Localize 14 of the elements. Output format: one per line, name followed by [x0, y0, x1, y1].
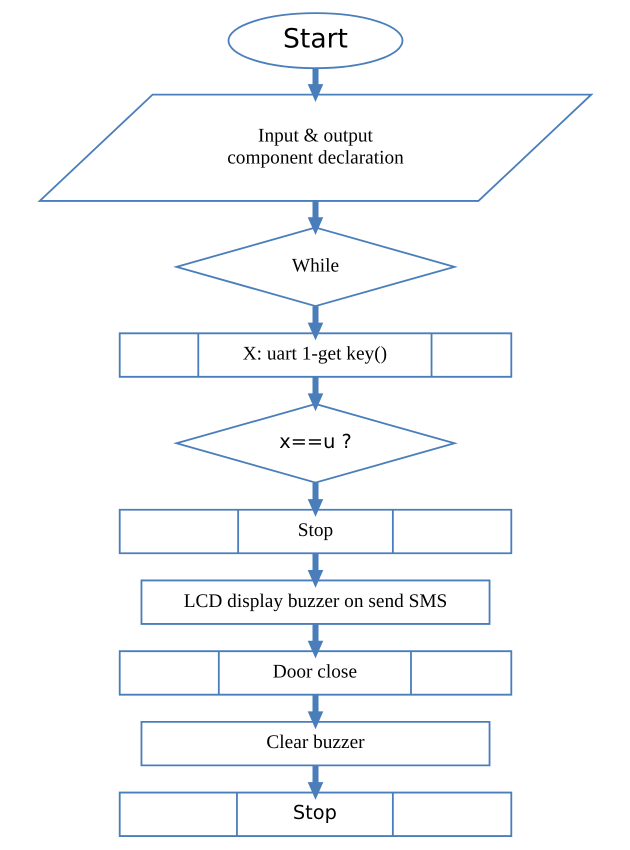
node-diamond: While	[172, 226, 458, 308]
arrow	[307, 694, 323, 730]
arrow	[307, 68, 323, 102]
arrow	[307, 624, 323, 659]
node-box: Clear buzzer	[140, 720, 490, 766]
node-ellipse: Start	[227, 12, 403, 70]
arrow	[307, 201, 323, 235]
arrow	[307, 306, 323, 340]
arrow	[307, 554, 323, 588]
arrow	[307, 766, 323, 800]
arrow	[307, 482, 323, 517]
node-diamond: x==u ?	[172, 403, 458, 484]
arrow	[307, 377, 323, 412]
node-box: LCD display buzzer on send SMS	[140, 580, 490, 625]
